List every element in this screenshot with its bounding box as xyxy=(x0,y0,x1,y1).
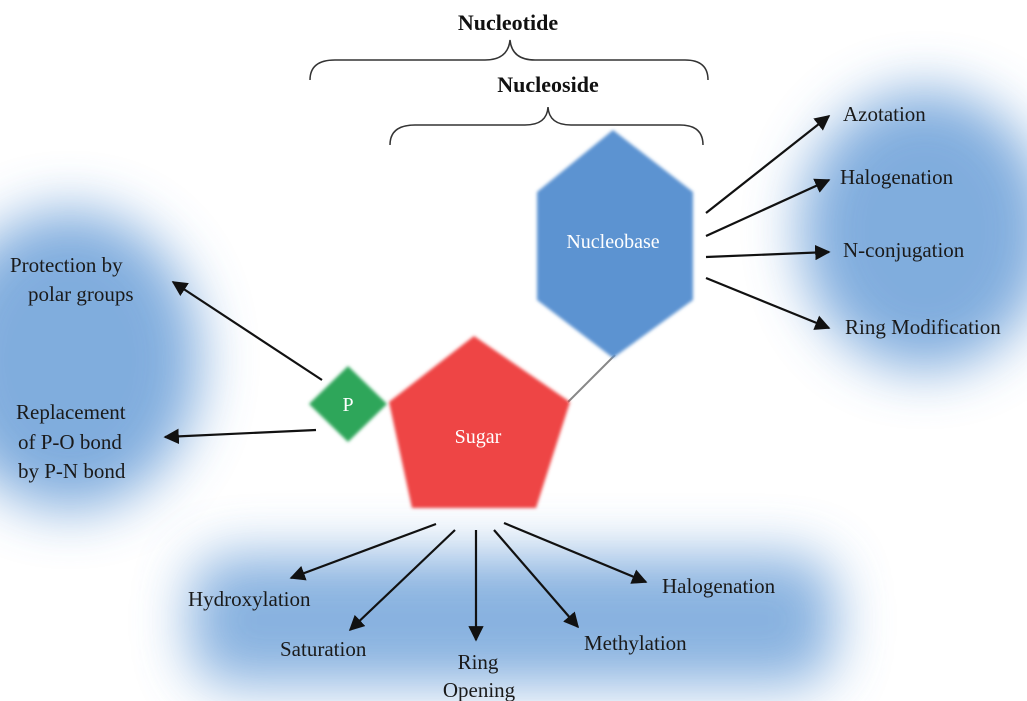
arrows xyxy=(163,115,831,642)
arrow-methylation xyxy=(493,529,580,629)
background-clouds xyxy=(0,90,1027,685)
sugar-pentagon xyxy=(389,336,570,508)
title-nucleoside: Nucleoside xyxy=(497,72,599,97)
arrow-hydroxylation xyxy=(289,522,437,581)
arrow-ring-modification xyxy=(705,276,831,330)
arrow-halogenation-base xyxy=(705,178,831,238)
arrow-halogenation-sugar xyxy=(503,521,648,584)
nucleobase-label: Nucleobase xyxy=(566,231,659,253)
arrow-n-conjugation xyxy=(705,244,831,261)
label-hydroxylation: Hydroxylation xyxy=(188,587,311,611)
arrow-replacement xyxy=(163,428,317,445)
title-nucleotide: Nucleotide xyxy=(458,10,558,35)
label-ring-opening-line1: Ring xyxy=(458,650,499,674)
brace-nucleotide xyxy=(309,39,709,81)
label-replacement-line3: by P-N bond xyxy=(18,459,126,483)
nucleobase-hexagon xyxy=(537,130,693,358)
cloud-left xyxy=(0,210,200,510)
arrow-azotation xyxy=(705,115,831,214)
label-methylation: Methylation xyxy=(584,631,687,655)
label-replacement-line2: of P-O bond xyxy=(18,430,122,454)
label-halogenation-sugar: Halogenation xyxy=(662,574,776,598)
label-ring-opening-line2: Opening xyxy=(443,678,516,701)
label-protection-line1: Protection by xyxy=(10,253,123,277)
label-azotation: Azotation xyxy=(843,102,926,126)
sugar-label: Sugar xyxy=(455,426,502,448)
cloud-right xyxy=(800,90,1027,370)
arrow-saturation xyxy=(348,529,456,632)
phosphate-label: P xyxy=(342,394,353,416)
brace-nucleoside xyxy=(389,106,704,146)
cloud-bottom xyxy=(190,555,835,685)
label-protection-line2: polar groups xyxy=(28,282,134,306)
label-halogenation-base: Halogenation xyxy=(840,165,954,189)
label-replacement-line1: Replacement xyxy=(16,400,126,424)
connector-sugar-nucleobase xyxy=(567,354,616,403)
label-saturation: Saturation xyxy=(280,637,367,661)
label-ring-modification: Ring Modification xyxy=(845,315,1001,339)
label-n-conjugation: N-conjugation xyxy=(843,238,965,262)
arrow-protection xyxy=(171,281,323,381)
phosphate-diamond xyxy=(309,366,387,442)
